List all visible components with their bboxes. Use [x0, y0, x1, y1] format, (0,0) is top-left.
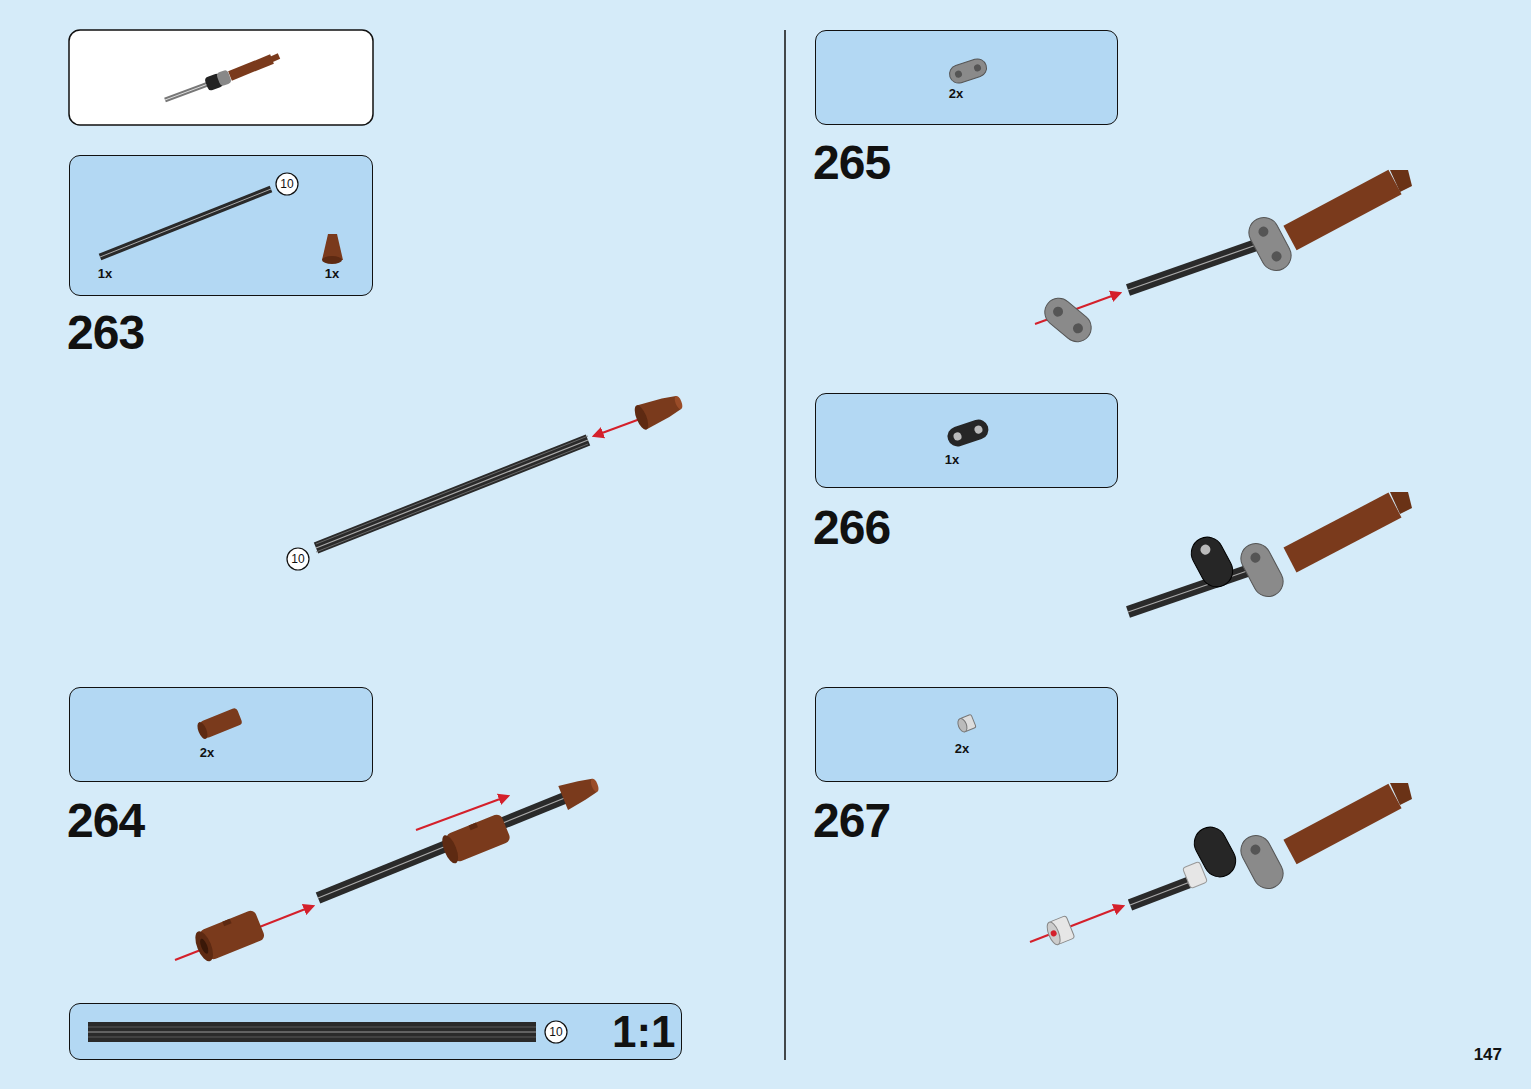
parts-box: 1x	[815, 393, 1118, 488]
parts-box: 10 1:1	[69, 1003, 682, 1060]
callout-number: 10	[549, 1026, 562, 1038]
callout-number: 10	[291, 553, 304, 565]
callout-number: 10	[280, 178, 293, 190]
step-number: 266	[813, 504, 890, 552]
parts-icon	[70, 688, 374, 783]
parts-icon	[816, 31, 1119, 126]
step-number: 265	[813, 139, 890, 187]
scale-label: 1:1	[612, 1010, 676, 1054]
parts-box: 10 1x 1x	[69, 155, 373, 296]
parts-icon	[816, 394, 1119, 489]
step-number: 267	[813, 797, 890, 845]
page-number: 147	[1474, 1046, 1502, 1063]
part-count: 1x	[945, 453, 959, 466]
parts-box: 2x	[815, 30, 1118, 125]
part-count: 2x	[200, 746, 214, 759]
part-count: 2x	[949, 87, 963, 100]
part-count: 2x	[955, 742, 969, 755]
step-number: 263	[67, 309, 144, 357]
parts-box: 2x	[815, 687, 1118, 782]
part-count: 1x	[325, 267, 339, 280]
parts-icon	[816, 688, 1119, 783]
part-count: 1x	[98, 267, 112, 280]
step-number: 264	[67, 797, 144, 845]
parts-box: 2x	[69, 687, 373, 782]
